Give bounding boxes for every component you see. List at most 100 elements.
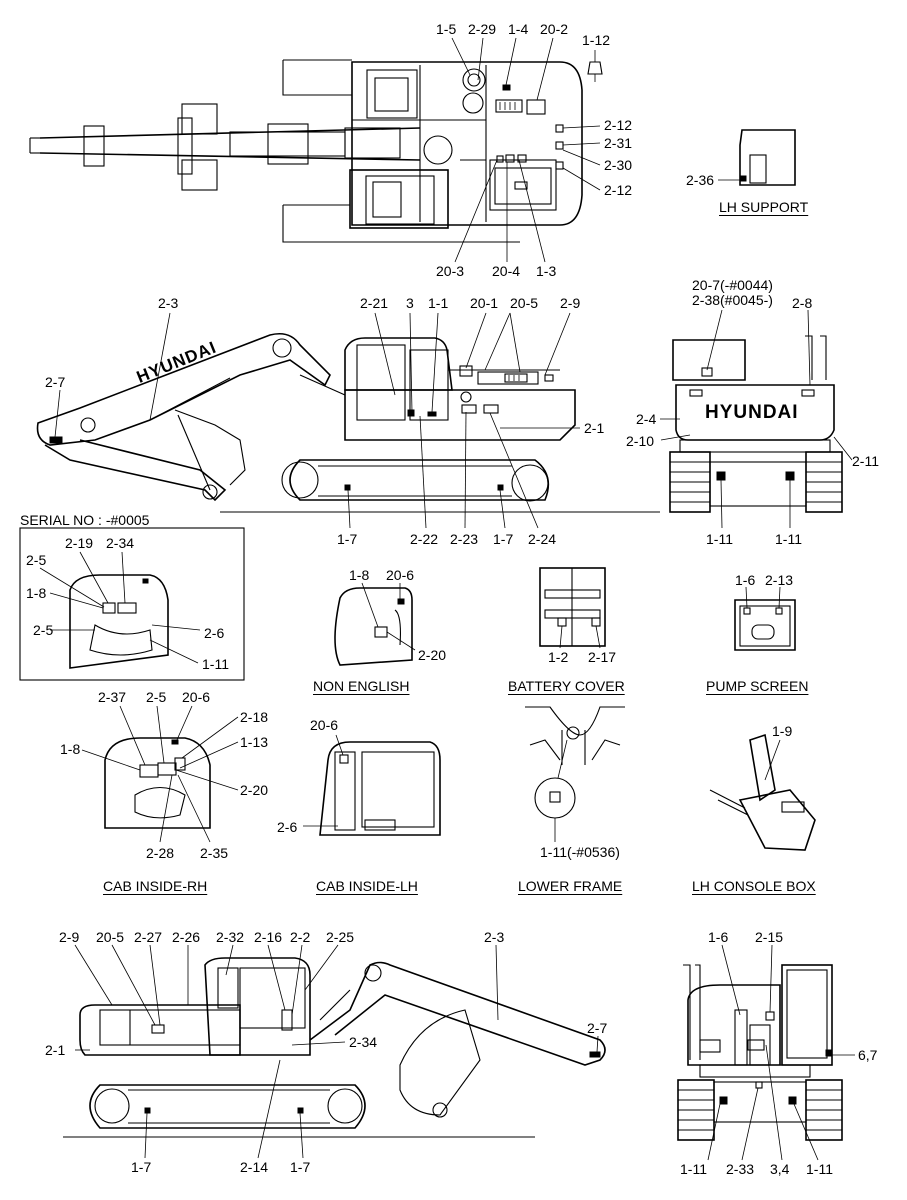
part-label: 2-29 bbox=[468, 21, 497, 37]
part-label: 2-18 bbox=[240, 709, 269, 725]
non-english-drawing bbox=[334, 587, 413, 666]
side-view-lh-drawing bbox=[36, 332, 660, 513]
part-label: 20-7(-#0044) bbox=[692, 277, 773, 293]
part-label: 1-12 bbox=[582, 32, 611, 48]
part-label: 2-3 bbox=[484, 929, 505, 945]
part-label: 2-6 bbox=[204, 625, 225, 641]
caption-lh-console-box: LH CONSOLE BOX bbox=[692, 878, 816, 894]
side-view-rh-drawing bbox=[63, 957, 606, 1138]
part-label: 2-9 bbox=[59, 929, 80, 945]
rear-view-drawing bbox=[669, 335, 843, 513]
caption-cab-inside-lh: CAB INSIDE-LH bbox=[316, 878, 418, 894]
part-label: 1-5 bbox=[436, 21, 457, 37]
part-label: 2-23 bbox=[450, 531, 479, 547]
part-label: 1-6 bbox=[735, 572, 756, 588]
part-label: 1-8 bbox=[60, 741, 81, 757]
leader-lines bbox=[39, 37, 855, 1161]
part-label: 2-35 bbox=[200, 845, 229, 861]
part-label: 1-1 bbox=[428, 295, 449, 311]
part-label: 20-2 bbox=[540, 21, 569, 37]
part-label: 1-4 bbox=[508, 21, 529, 37]
part-label: 2-13 bbox=[765, 572, 794, 588]
caption-pump-screen: PUMP SCREEN bbox=[706, 678, 809, 694]
part-label: 1-2 bbox=[548, 649, 569, 665]
part-label: 1-13 bbox=[240, 734, 269, 750]
rear-brand-text: HYUNDAI bbox=[705, 402, 799, 423]
part-label: 2-15 bbox=[755, 929, 784, 945]
caption-battery-cover: BATTERY COVER bbox=[508, 678, 625, 694]
part-label: 2-38(#0045-) bbox=[692, 292, 773, 308]
part-label: 2-34 bbox=[349, 1034, 378, 1050]
part-label: 2-8 bbox=[792, 295, 813, 311]
part-label: 2-34 bbox=[106, 535, 135, 551]
part-label: 3 bbox=[406, 295, 414, 311]
serial-box-drawing bbox=[19, 527, 245, 681]
part-label: 2-5 bbox=[26, 552, 47, 568]
part-label: 1-7 bbox=[290, 1159, 311, 1175]
cab-inside-lh-drawing bbox=[319, 741, 441, 836]
part-label: 1-3 bbox=[536, 263, 557, 279]
part-label: 2-37 bbox=[98, 689, 127, 705]
part-label: 2-27 bbox=[134, 929, 163, 945]
lh-support-drawing bbox=[739, 129, 796, 186]
part-label: 2-12 bbox=[604, 117, 633, 133]
lower-frame-drawing bbox=[525, 706, 625, 819]
part-label: 20-5 bbox=[510, 295, 539, 311]
part-label: 2-20 bbox=[418, 647, 447, 663]
caption-non-english: NON ENGLISH bbox=[313, 678, 410, 694]
part-label: 1-6 bbox=[708, 929, 729, 945]
cab-inside-rh-drawing bbox=[104, 737, 211, 829]
part-label: 2-1 bbox=[584, 420, 605, 436]
pump-screen-drawing bbox=[734, 599, 796, 651]
part-label: 1-7 bbox=[337, 531, 358, 547]
lh-console-drawing bbox=[709, 733, 816, 851]
serial-number-label: SERIAL NO : -#0005 bbox=[20, 512, 150, 528]
front-view-drawing bbox=[677, 964, 843, 1141]
part-label: 2-7 bbox=[45, 374, 66, 390]
part-label: 1-11 bbox=[680, 1161, 707, 1177]
part-label: 1-11 bbox=[202, 656, 229, 672]
part-label: 20-6 bbox=[182, 689, 211, 705]
part-label: 2-11 bbox=[852, 453, 879, 469]
part-label: 2-7 bbox=[587, 1020, 608, 1036]
part-label: 1-11(-#0536) bbox=[540, 844, 620, 860]
part-label: 2-21 bbox=[360, 295, 389, 311]
part-label: 1-8 bbox=[26, 585, 47, 601]
part-label: 1-7 bbox=[131, 1159, 152, 1175]
part-label: 2-5 bbox=[146, 689, 167, 705]
part-label: 2-2 bbox=[290, 929, 311, 945]
caption-cab-inside-rh: CAB INSIDE-RH bbox=[103, 878, 208, 894]
caption-lh-support: LH SUPPORT bbox=[719, 199, 809, 215]
caption-lower-frame: LOWER FRAME bbox=[518, 878, 623, 894]
part-label: 2-26 bbox=[172, 929, 201, 945]
part-label: 2-3 bbox=[158, 295, 179, 311]
part-label: 20-6 bbox=[310, 717, 339, 733]
part-label: 2-5 bbox=[33, 622, 54, 638]
part-label: 1-11 bbox=[775, 531, 802, 547]
part-label: 6,7 bbox=[858, 1047, 878, 1063]
part-label: 2-31 bbox=[604, 135, 633, 151]
part-label: 2-12 bbox=[604, 182, 633, 198]
part-label: 2-14 bbox=[240, 1159, 269, 1175]
part-label: 2-4 bbox=[636, 411, 657, 427]
part-label: 2-28 bbox=[146, 845, 175, 861]
part-label: 2-24 bbox=[528, 531, 557, 547]
battery-cover-drawing bbox=[539, 567, 606, 647]
part-label: 2-1 bbox=[45, 1042, 66, 1058]
part-label: 1-9 bbox=[772, 723, 793, 739]
part-label: 2-9 bbox=[560, 295, 581, 311]
part-label: 2-10 bbox=[626, 433, 655, 449]
part-label: 2-36 bbox=[686, 172, 715, 188]
part-label: 2-33 bbox=[726, 1161, 755, 1177]
part-label: 2-16 bbox=[254, 929, 283, 945]
part-label: 2-17 bbox=[588, 649, 617, 665]
top-view-drawing bbox=[29, 59, 603, 243]
part-label: 20-6 bbox=[386, 567, 415, 583]
part-label: 2-6 bbox=[277, 819, 298, 835]
part-label: 2-22 bbox=[410, 531, 439, 547]
part-label: 2-32 bbox=[216, 929, 245, 945]
part-label: 2-30 bbox=[604, 157, 633, 173]
part-label: 20-1 bbox=[470, 295, 499, 311]
